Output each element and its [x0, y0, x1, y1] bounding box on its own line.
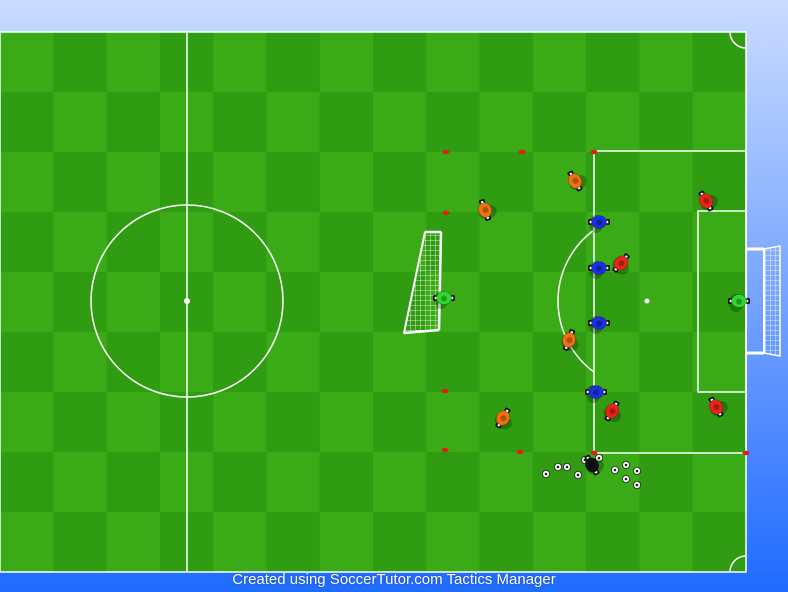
cone-8: [591, 451, 598, 455]
cone-2: [519, 150, 526, 154]
ball-7: [622, 461, 629, 468]
ball-2: [554, 463, 561, 470]
cone-6: [442, 448, 449, 452]
cone-4: [443, 211, 450, 215]
cone-3: [591, 150, 598, 154]
cone-9: [743, 451, 750, 455]
centre-spot: [184, 298, 190, 304]
ball-6: [611, 466, 618, 473]
cone-1: [443, 150, 450, 154]
cone-5: [442, 389, 449, 393]
ball-4: [574, 471, 581, 478]
credit-text: Created using SoccerTutor.com Tactics Ma…: [0, 571, 788, 588]
main-goal: [746, 246, 780, 356]
ball-3: [563, 463, 570, 470]
cone-7: [517, 450, 524, 454]
ball-9: [622, 475, 629, 482]
ball-1: [542, 470, 549, 477]
ball-10: [633, 481, 640, 488]
grass: [0, 32, 746, 572]
penalty-spot: [645, 299, 650, 304]
ball-8: [633, 467, 640, 474]
